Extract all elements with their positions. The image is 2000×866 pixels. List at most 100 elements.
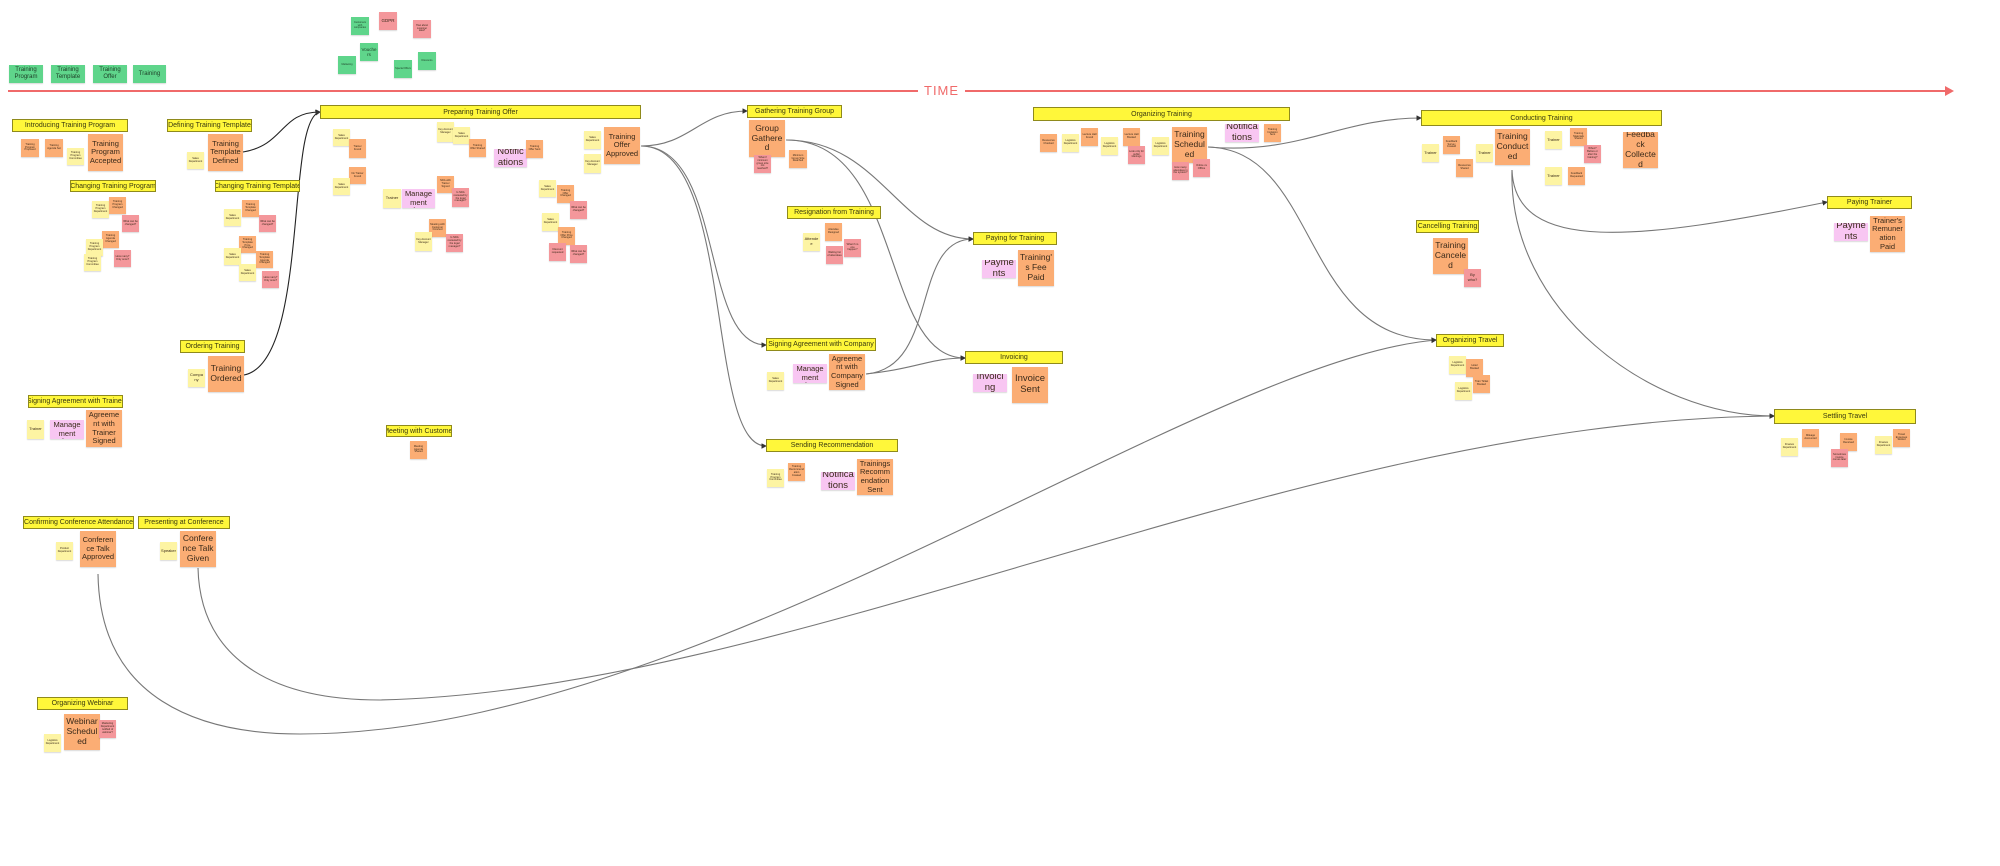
process-title[interactable]: Changing Training Template <box>215 180 300 192</box>
event-sticky[interactable]: Agreement with Trainer Signed <box>86 410 122 447</box>
actor-sticky[interactable]: Sales Department <box>542 213 559 231</box>
event-sticky[interactable]: Training Offer Price Changed <box>558 227 575 245</box>
actor-sticky[interactable]: Sales Department <box>453 127 470 144</box>
hotspot-sticky[interactable]: How many attendees in the system? <box>1172 162 1189 180</box>
event-sticky[interactable]: Minimum Group Size Reached <box>789 150 807 168</box>
hotspot-sticky[interactable]: What if no one happen? <box>844 239 861 257</box>
actor-sticky[interactable]: Trainer <box>1476 144 1493 162</box>
actor-sticky[interactable]: Finance Department <box>1781 438 1798 456</box>
process-title[interactable]: Changing Training Program <box>70 180 156 192</box>
process-title[interactable]: Sending Recommendation <box>766 439 898 452</box>
process-title[interactable]: Paying for Training <box>973 232 1057 245</box>
process-title[interactable]: Cancelling Training <box>1416 220 1479 233</box>
actor-sticky[interactable]: Logistics Department <box>1455 382 1472 400</box>
event-sticky[interactable]: Training Offer Changed <box>557 185 574 203</box>
system-sticky[interactable]: Notifications <box>494 149 527 167</box>
system-sticky[interactable]: Payments <box>982 260 1016 278</box>
hotspot-sticky[interactable]: Discount requested <box>549 243 566 261</box>
process-title[interactable]: Resignation from Training <box>787 206 881 219</box>
actor-sticky[interactable]: Trainer <box>27 420 44 439</box>
event-sticky[interactable]: Feedback Requested <box>1568 167 1585 185</box>
event-sticky[interactable]: Training Ordered <box>208 356 244 392</box>
actor-sticky[interactable]: Speaker <box>160 542 177 560</box>
system-sticky[interactable]: Notifications <box>1225 124 1259 142</box>
actor-sticky[interactable]: Sales Department <box>584 131 601 149</box>
actor-sticky[interactable]: Key Account Manager <box>584 154 601 173</box>
aggregate-sticky[interactable]: Vouchers <box>360 43 378 61</box>
event-sticky[interactable]: Train Ticket Booked <box>1473 375 1490 393</box>
hotspot-sticky[interactable]: GDPR <box>379 12 397 30</box>
actor-sticky[interactable]: Company <box>188 369 205 387</box>
aggregate-sticky[interactable]: Special Offers <box>394 60 412 78</box>
aggregate-sticky[interactable]: Training Offer <box>93 65 127 83</box>
actor-sticky[interactable]: Sales Department <box>187 152 204 169</box>
actor-sticky[interactable]: Trainer <box>1422 144 1439 162</box>
actor-sticky[interactable]: Logistics Department <box>1449 356 1466 374</box>
actor-sticky[interactable]: Sales Department <box>333 129 350 146</box>
event-sticky[interactable]: Training Program Accepted <box>88 134 123 171</box>
event-sticky[interactable]: Travel Expenses Settled <box>1893 429 1910 447</box>
actor-sticky[interactable]: Key Account Manager <box>415 232 432 251</box>
event-sticky[interactable]: Training Offer Sent <box>526 140 543 158</box>
system-sticky[interactable]: Contract Management Software <box>793 364 827 383</box>
event-sticky[interactable]: Invoice Sent <box>1012 367 1048 403</box>
actor-sticky[interactable]: Training Program Department <box>92 201 109 218</box>
process-title[interactable]: Invoicing <box>965 351 1063 364</box>
event-sticky[interactable]: Conference Talk Given <box>180 531 216 567</box>
hotspot-sticky[interactable]: What can be changed? <box>122 215 139 232</box>
process-title[interactable]: Introducing Training Program <box>12 119 128 132</box>
actor-sticky[interactable]: Product Department <box>56 542 73 560</box>
event-sticky[interactable]: Lecture Hall Found <box>1081 128 1098 146</box>
process-title[interactable]: Defining Training Template <box>167 119 252 132</box>
event-sticky[interactable]: No Trainer Found <box>349 167 366 184</box>
event-sticky[interactable]: Training Materials Shared <box>1570 128 1587 146</box>
actor-sticky[interactable]: Training Program Committee <box>84 254 101 271</box>
actor-sticky[interactable]: Logistics Department <box>1101 137 1118 155</box>
system-sticky[interactable]: Payments <box>1834 223 1868 241</box>
process-title[interactable]: Gathering Training Group <box>747 105 842 118</box>
hotspot-sticky[interactable]: Marketing Department notified of webinar… <box>99 720 116 738</box>
process-title[interactable]: Preparing Training Offer <box>320 105 641 119</box>
event-sticky[interactable]: Trainer's Remuneration Paid <box>1870 216 1905 252</box>
actor-sticky[interactable]: Training Program Committee <box>67 148 84 165</box>
event-sticky[interactable]: Training Offer Approved <box>604 127 640 164</box>
process-title[interactable]: Organizing Training <box>1033 107 1290 121</box>
system-sticky[interactable]: Contract Management Software <box>50 420 84 439</box>
hotspot-sticky[interactable]: How many? Only once? <box>114 250 131 267</box>
aggregate-sticky[interactable]: Training Template <box>51 65 85 83</box>
actor-sticky[interactable]: Logistics Department <box>44 734 61 752</box>
process-title[interactable]: Signing Agreement with Trainer <box>28 395 123 408</box>
event-sticky[interactable]: Training Program Proposed <box>21 139 39 157</box>
actor-sticky[interactable]: Sales Department <box>333 178 350 195</box>
event-sticky[interactable]: Feedback Survey Created <box>1443 136 1460 154</box>
actor-sticky[interactable]: Logistics Department <box>1152 137 1169 155</box>
process-title[interactable]: Organizing Webinar <box>37 697 128 710</box>
system-sticky[interactable]: Contract Management Software <box>402 189 435 208</box>
event-sticky[interactable]: Meeting with Customer Finished <box>429 219 446 237</box>
event-sticky[interactable]: Training Program Changed <box>109 197 126 214</box>
event-sticky[interactable]: Meeting Agenda Shared <box>410 441 427 459</box>
event-sticky[interactable]: Training Template Price Changed <box>239 236 256 253</box>
event-sticky[interactable]: Webinar Scheduled <box>64 714 100 750</box>
actor-sticky[interactable]: Trainer <box>1545 131 1562 149</box>
event-sticky[interactable]: Group Gathered <box>749 120 785 157</box>
event-sticky[interactable]: Training's Fee Paid <box>1018 250 1054 286</box>
actor-sticky[interactable]: Sales Department <box>767 372 784 390</box>
process-title[interactable]: Presenting at Conference <box>138 516 230 529</box>
event-sticky[interactable]: Training Template Changed <box>242 200 259 217</box>
hotspot-sticky[interactable]: What can be changed? <box>570 201 587 219</box>
event-sticky[interactable]: Mileage Accounted <box>1802 429 1819 447</box>
actor-sticky[interactable]: Finance Department <box>1875 436 1892 454</box>
event-sticky[interactable]: Trainings Recommendation Sent <box>857 459 893 495</box>
actor-sticky[interactable]: Sales Department <box>224 209 241 226</box>
aggregate-sticky[interactable]: Customers with companies <box>351 17 369 35</box>
process-title[interactable]: Settling Travel <box>1774 409 1916 424</box>
process-title[interactable]: Conducting Training <box>1421 110 1662 126</box>
actor-sticky[interactable]: Attendee <box>803 233 820 251</box>
hotspot-sticky[interactable]: How many? Only once? <box>262 271 279 288</box>
event-sticky[interactable]: Resources Shared <box>1456 159 1473 177</box>
hotspot-sticky[interactable]: By who? <box>1464 269 1481 287</box>
process-title[interactable]: Signing Agreement with Company <box>766 338 876 351</box>
event-sticky[interactable]: Training Offer Shared <box>469 139 486 157</box>
